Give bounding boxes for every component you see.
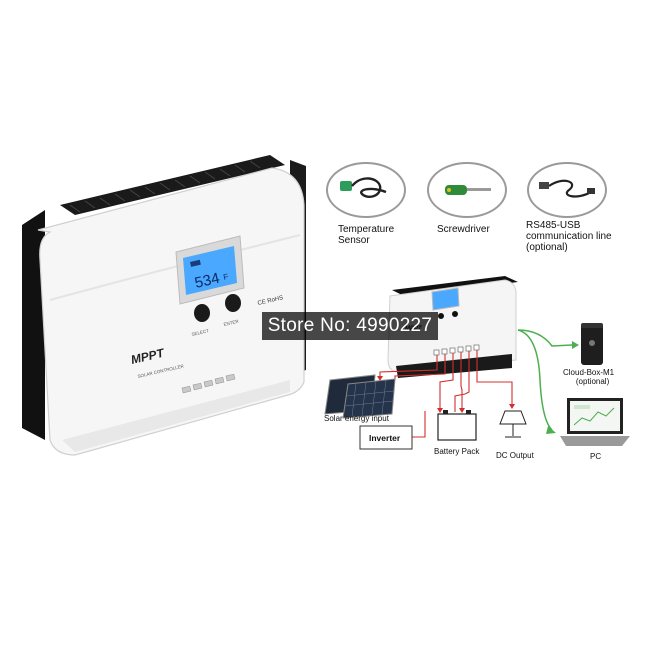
dc-output-label: DC Output: [496, 451, 534, 460]
lcd-screen: [183, 246, 237, 295]
usb-cable-oval: [527, 162, 607, 218]
temperature-sensor-icon: [340, 177, 387, 198]
certification-mark: CE RoHS: [257, 295, 284, 307]
usb-cable-icon: [539, 179, 595, 198]
terminal-indicators: [181, 373, 236, 394]
enter-label: ENTER: [223, 319, 240, 327]
inverter-label: Inverter: [369, 433, 401, 443]
temperature-sensor-label: Temperature Sensor: [338, 224, 395, 246]
solar-panels-icon: [324, 374, 396, 419]
temperature-sensor-oval: [326, 162, 406, 218]
pc-label: PC: [590, 452, 602, 461]
solar-input-label: Solar energy input: [324, 414, 389, 423]
select-button[interactable]: [194, 304, 210, 322]
store-watermark: Store No: 4990227: [262, 312, 438, 340]
screwdriver-icon: [445, 185, 491, 195]
connection-diagram: MPPT: [324, 276, 630, 450]
solar-controller-product: 534 F SELECT ENTER CE RoHS MPPT SOLAR CO…: [22, 155, 306, 456]
usb-cable-label: RS485-USB communication line (optional): [526, 220, 612, 253]
battery-pack-label: Battery Pack: [434, 447, 480, 456]
lcd-unit: F: [222, 272, 229, 282]
screwdriver-label: Screwdriver: [437, 224, 490, 235]
screwdriver-oval: [427, 162, 507, 218]
inverter-box: [359, 425, 413, 450]
battery-pack-icon: [437, 410, 477, 441]
cloud-box-label: Cloud-Box-M1 (optional): [563, 368, 615, 386]
lcd-reading: 534: [193, 270, 221, 292]
cloud-box-icon: [581, 323, 603, 365]
small-controller: [387, 279, 517, 373]
laptop-pc-icon: [560, 398, 630, 446]
select-label: SELECT: [191, 328, 209, 337]
enter-button[interactable]: [225, 294, 241, 312]
dc-output-lamp-icon: [499, 410, 527, 438]
